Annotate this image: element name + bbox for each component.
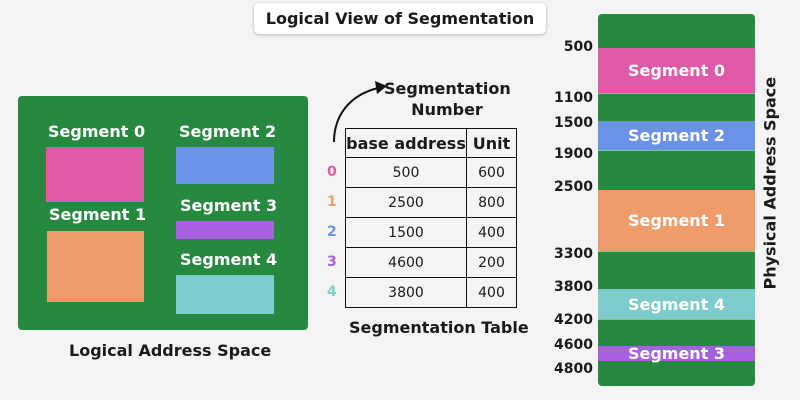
address-label: 1500 [554, 115, 593, 131]
table-cell-unit: 800 [466, 187, 517, 218]
logical-segment-3-label: Segment 3 [180, 196, 278, 215]
address-divider [598, 150, 755, 151]
logical-segment-2-block [176, 147, 274, 184]
segmentation-table: base address Unit 500 600 2500 800 1500 … [345, 128, 517, 308]
segment-number-0: 0 [327, 164, 337, 180]
segmentation-table-caption: Segmentation Table [349, 318, 529, 337]
physical-segment-2: Segment 2 [598, 121, 755, 150]
physical-segment-3: Segment 3 [598, 344, 755, 363]
table-cell-base: 4600 [345, 247, 467, 278]
diagram-title-text: Logical View of Segmentation [265, 9, 535, 28]
physical-segment-4: Segment 4 [598, 289, 755, 319]
table-row: 4600 200 [345, 247, 517, 278]
table-cell-unit: 200 [466, 247, 517, 278]
physical-segment-3-label: Segment 3 [627, 344, 726, 363]
table-row: 500 600 [345, 157, 517, 188]
address-label: 1900 [554, 146, 593, 162]
logical-segment-1-label: Segment 1 [49, 205, 147, 224]
address-label: 1100 [554, 90, 593, 106]
physical-address-space-column: Segment 0 Segment 2 Segment 1 Segment 4 … [598, 14, 755, 386]
segmentation-number-arrow [333, 81, 387, 143]
segmentation-number-label-line1: Segmentation [384, 79, 511, 98]
logical-address-space-panel: Segment 0 Segment 1 Segment 2 Segment 3 … [18, 96, 308, 330]
segmentation-number-label-line2: Number [411, 100, 483, 119]
header-unit: Unit [466, 128, 517, 158]
logical-segment-0-block [46, 147, 144, 202]
physical-address-space-caption: Physical Address Space [760, 76, 780, 290]
address-divider [598, 251, 755, 252]
address-label: 3300 [554, 246, 593, 262]
physical-segment-1: Segment 1 [598, 190, 755, 251]
segment-number-3: 3 [327, 254, 337, 270]
table-cell-unit: 400 [466, 277, 517, 308]
segment-number-1: 1 [327, 194, 337, 210]
physical-segment-2-label: Segment 2 [627, 126, 726, 145]
table-row: 1500 400 [345, 217, 517, 248]
table-header-row: base address Unit [345, 128, 517, 158]
diagram-title: Logical View of Segmentation [254, 3, 546, 34]
physical-segment-4-label: Segment 4 [627, 294, 726, 314]
address-label: 500 [563, 39, 593, 55]
physical-segment-1-label: Segment 1 [627, 211, 726, 230]
table-cell-base: 1500 [345, 217, 467, 248]
logical-segment-4-label: Segment 4 [180, 250, 278, 269]
logical-segment-2-label: Segment 2 [179, 122, 277, 141]
header-base-address: base address [345, 128, 467, 158]
table-cell-unit: 600 [466, 157, 517, 188]
logical-segment-3-block [176, 221, 274, 239]
table-cell-base: 2500 [345, 187, 467, 218]
address-divider [598, 93, 755, 94]
segmentation-number-label: Segmentation Number [384, 78, 511, 120]
segment-number-4: 4 [327, 284, 337, 300]
logical-address-space-caption: Logical Address Space [69, 341, 272, 360]
segment-number-2: 2 [327, 224, 337, 240]
address-label: 3800 [554, 279, 593, 295]
table-row: 3800 400 [345, 277, 517, 308]
address-label: 4600 [554, 337, 593, 353]
address-divider [598, 319, 755, 320]
address-label: 4800 [554, 361, 593, 377]
physical-segment-0: Segment 0 [598, 48, 755, 93]
table-row: 2500 800 [345, 187, 517, 218]
logical-segment-1-block [47, 231, 144, 302]
table-cell-unit: 400 [466, 217, 517, 248]
table-cell-base: 3800 [345, 277, 467, 308]
address-label: 4200 [554, 312, 593, 328]
table-cell-base: 500 [345, 157, 467, 188]
address-label: 2500 [554, 179, 593, 195]
logical-segment-0-label: Segment 0 [48, 122, 146, 141]
logical-segment-4-block [176, 275, 274, 314]
physical-segment-0-label: Segment 0 [627, 61, 726, 80]
